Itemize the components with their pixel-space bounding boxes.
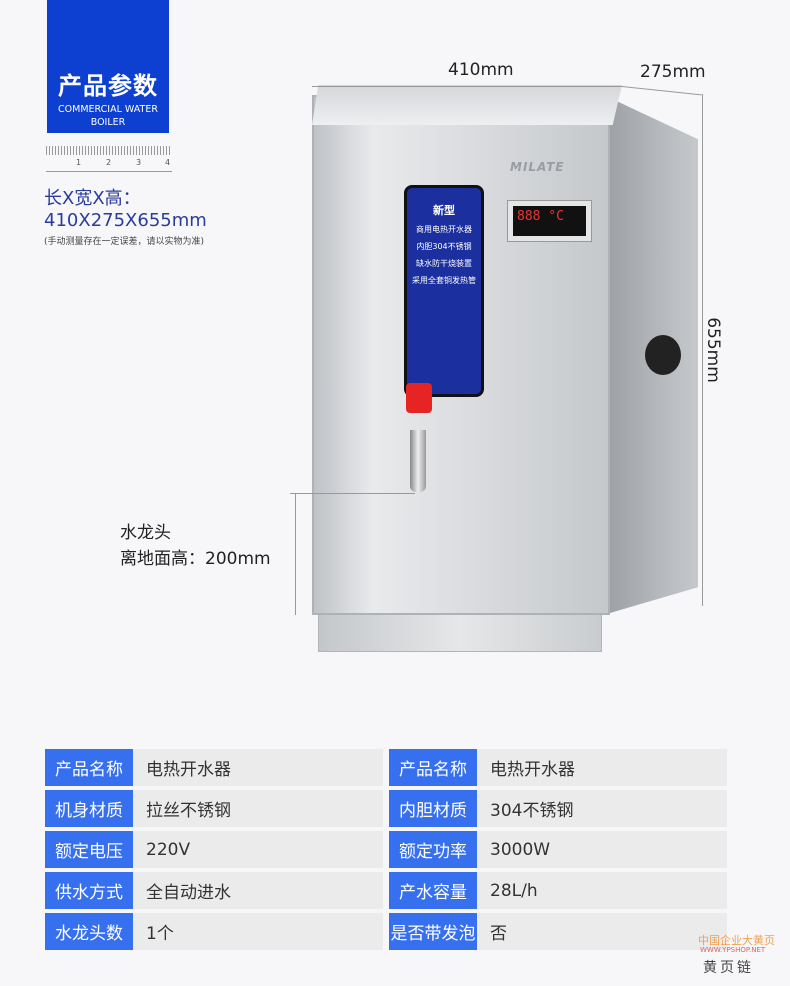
faucet-height-label: 水龙头 离地面高：200mm xyxy=(120,520,271,572)
faucet-height-tick xyxy=(290,493,415,494)
spec-value: 电热开水器 xyxy=(133,749,383,786)
ruler-tick: 4 xyxy=(165,158,171,167)
faucet-handle-icon xyxy=(406,383,432,413)
spec-label: 额定功率 xyxy=(389,831,477,868)
width-label: 410mm xyxy=(448,60,514,80)
faucet-spout-icon xyxy=(410,430,426,492)
spec-value: 1个 xyxy=(133,913,383,950)
dimensions-text: 长X宽X高： 410X275X655mm xyxy=(44,188,207,232)
faucet-height-line xyxy=(295,493,296,615)
label-line: 商用电热开水器 xyxy=(416,225,472,234)
measurement-note: (手动测量存在一定误差，请以实物为准) xyxy=(44,237,205,247)
dimensions-value: 410X275X655mm xyxy=(44,210,207,231)
watermark-line3: 黄页链 xyxy=(703,960,754,976)
spec-value: 全自动进水 xyxy=(133,872,383,909)
product-label: 新型 商用电热开水器 内胆304不锈钢 缺水防干烧装置 采用全套铜发热管 xyxy=(404,185,484,397)
section-title: 产品参数 xyxy=(58,72,158,100)
spec-row: 产品名称电热开水器 xyxy=(45,749,383,786)
spec-label: 产品名称 xyxy=(45,749,133,786)
ruler-tick: 3 xyxy=(136,158,142,167)
temperature-display: 888 °C xyxy=(507,200,592,242)
watermark-url: WWW.YPSHOP.NET xyxy=(700,946,766,954)
faucet-label-line: 离地面高：200mm xyxy=(120,549,271,569)
label-line: 采用全套铜发热管 xyxy=(412,276,476,285)
label-line: 缺水防干烧装置 xyxy=(416,259,472,268)
spec-value: 否 xyxy=(477,913,727,950)
ruler-tick: 1 xyxy=(76,158,82,167)
spec-value: 拉丝不锈钢 xyxy=(133,790,383,827)
spec-row: 供水方式全自动进水 xyxy=(45,872,383,909)
control-knob-icon xyxy=(645,335,681,375)
spec-label: 产水容量 xyxy=(389,872,477,909)
depth-dimension-line xyxy=(621,86,702,96)
spec-label: 产品名称 xyxy=(389,749,477,786)
spec-row: 机身材质拉丝不锈钢 xyxy=(45,790,383,827)
ruler-icon: 1 2 3 4 xyxy=(46,146,172,172)
spec-value: 3000W xyxy=(477,831,727,868)
label-line: 新型 xyxy=(433,204,455,217)
display-unit: °C xyxy=(548,209,564,224)
spec-row: 产品名称电热开水器 xyxy=(389,749,727,786)
height-label: 655mm xyxy=(702,317,723,383)
spec-label: 额定电压 xyxy=(45,831,133,868)
label-line: 内胆304不锈钢 xyxy=(416,242,472,251)
display-digits: 888 xyxy=(517,209,541,224)
dimensions-label: 长X宽X高： xyxy=(44,188,141,209)
brand-logo: MILATE xyxy=(510,160,565,174)
spec-value: 304不锈钢 xyxy=(477,790,727,827)
spec-value: 28L/h xyxy=(477,872,727,909)
spec-row: 是否带发泡否 xyxy=(389,913,727,950)
spec-value: 电热开水器 xyxy=(477,749,727,786)
height-dimension-line xyxy=(702,94,703,606)
faucet-label-line: 水龙头 xyxy=(120,523,171,543)
width-dimension-line xyxy=(312,86,622,87)
spec-label: 是否带发泡 xyxy=(389,913,477,950)
ruler-tick: 2 xyxy=(106,158,112,167)
spec-label: 水龙头数 xyxy=(45,913,133,950)
spec-label: 内胆材质 xyxy=(389,790,477,827)
spec-label: 供水方式 xyxy=(45,872,133,909)
spec-value: 220V xyxy=(133,831,383,868)
spec-label: 机身材质 xyxy=(45,790,133,827)
boiler-top xyxy=(312,85,622,125)
watermark-line1: 中国企业大黄页 xyxy=(698,934,775,947)
depth-label: 275mm xyxy=(640,62,706,82)
